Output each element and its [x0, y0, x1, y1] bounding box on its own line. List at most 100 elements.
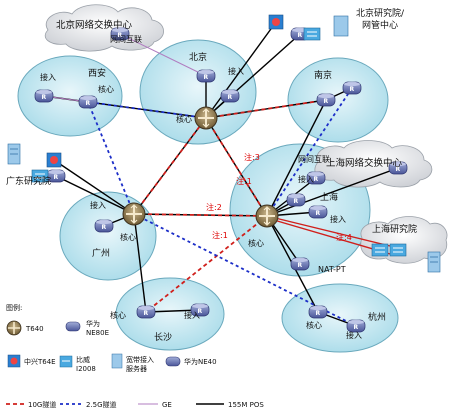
router-changsha-access: R	[190, 303, 210, 317]
router-beijing-access-a: R	[196, 69, 216, 83]
svg-text:华为NE40: 华为NE40	[184, 357, 217, 366]
label-xian-core: 核心	[98, 84, 114, 94]
label-shanghai: 上海	[320, 191, 338, 203]
router-shanghai-exchange: R	[388, 161, 408, 175]
router-guangdong-institute: R	[46, 169, 66, 183]
router-shanghai-access-a: R	[286, 193, 306, 207]
server-shanghai-institute	[427, 251, 441, 273]
svg-text:R: R	[144, 310, 149, 317]
cloud-beijing-exchange	[44, 4, 164, 52]
svg-text:2.5G隧道: 2.5G隧道	[86, 400, 117, 409]
tunnel-10g-beijing-nanjing	[205, 99, 327, 119]
label-changsha: 长沙	[154, 331, 172, 343]
router-beijing-access-b: R	[220, 89, 240, 103]
svg-text:R: R	[298, 32, 303, 39]
label-xian-access: 接入	[40, 72, 56, 82]
link-guangzhou-institute-2	[55, 175, 135, 215]
node-circle-guangzhou	[59, 191, 157, 281]
tunnel-10g-shanghai-changsha	[145, 215, 268, 313]
legend-broadband-server: 宽带接入 服务器	[111, 353, 154, 373]
link-beijing-exchange-ge	[119, 33, 207, 77]
label-guangzhou: 广州	[92, 247, 110, 259]
link-guangzhou-institute-1	[53, 159, 135, 215]
router-shanghai-internet: R	[306, 171, 326, 185]
legend-ge: GE	[138, 401, 172, 409]
core-router-guangzhou	[122, 202, 146, 226]
svg-text:R: R	[204, 74, 209, 81]
label-guangzhou-access: 接入	[90, 200, 106, 210]
label-beijing-core: 核心	[176, 114, 192, 124]
note-1-upper: 注:1	[236, 176, 252, 186]
svg-text:R: R	[102, 224, 107, 231]
cloud-shanghai-exchange	[314, 140, 433, 188]
legend-huawei-ne40: 华为NE40	[165, 356, 217, 367]
label-shanghai-exchange: 上海网络交换中心	[326, 157, 403, 169]
router-shanghai-natpt: R	[290, 257, 310, 271]
svg-text:R: R	[54, 174, 59, 181]
legend-huawei-ne80e: 华为 NE80E	[65, 319, 109, 337]
zte-router-beijing-institute	[268, 14, 284, 30]
tunnel-10g-beijing-shanghai	[205, 117, 268, 217]
svg-text:R: R	[198, 308, 203, 315]
switch-guangdong-institute	[31, 169, 49, 183]
label-hangzhou-core: 核心	[306, 320, 322, 330]
router-shanghai-access-b: R	[308, 205, 328, 219]
svg-text:NE80E: NE80E	[86, 329, 109, 337]
node-circle-beijing	[139, 39, 257, 145]
router-nanjing-a: R	[316, 93, 336, 107]
router-hangzhou-core: R	[308, 305, 328, 319]
svg-text:R: R	[294, 198, 299, 205]
label-shanghai-access: 接入	[330, 214, 346, 224]
legend-25g-tunnel: 2.5G隧道	[60, 400, 117, 409]
router-xian-core: R	[78, 95, 98, 109]
node-circle-changsha	[115, 277, 225, 351]
note-1-lower: 注:1	[212, 230, 228, 240]
svg-text:中兴T64E: 中兴T64E	[24, 357, 56, 366]
devices-layer: R R R R R R R R R R R R R R R R R R R	[7, 14, 441, 333]
svg-text:R: R	[86, 100, 91, 107]
svg-text:比威: 比威	[76, 355, 90, 364]
label-guangdong-institute: 广东研究院	[6, 175, 51, 187]
legend: 图例: T640 华为 NE80E 中兴T64E 比威 I2008 宽带接入 服…	[6, 303, 264, 409]
tunnel-25g-shanghai-nanjing	[266, 87, 353, 217]
label-hangzhou: 杭州	[368, 311, 386, 323]
label-beijing-institute-1: 北京研究院/	[356, 7, 405, 19]
switch-shanghai-institute	[389, 243, 407, 257]
svg-text:华为: 华为	[86, 319, 100, 328]
link-shanghai-institute-a	[266, 215, 391, 247]
router-beijing-exchange: R	[110, 27, 130, 41]
zte-router-guangdong-institute	[46, 152, 62, 168]
svg-text:R: R	[324, 98, 329, 105]
svg-text:R: R	[316, 210, 321, 217]
link-shanghai-exchange	[266, 167, 399, 217]
svg-text:GE: GE	[162, 401, 172, 409]
link-beijing-to-institute-1	[205, 21, 277, 119]
router-guangzhou-access: R	[94, 219, 114, 233]
link-nanjing-shanghai	[266, 99, 327, 217]
svg-text:R: R	[316, 310, 321, 317]
tunnel-10g-guangzhou-beijing	[133, 117, 207, 215]
label-shanghai-natpt: NAT-PT	[318, 265, 346, 274]
router-changsha-core: R	[136, 305, 156, 319]
tunnel-10g-guangzhou-shanghai	[133, 213, 268, 217]
switch-beijing-institute	[303, 27, 321, 41]
svg-text:R: R	[228, 94, 233, 101]
node-circle-xian	[17, 55, 123, 137]
label-beijing-access: 接入	[228, 66, 244, 76]
svg-text:R: R	[350, 86, 355, 93]
label-guangzhou-core: 核心	[120, 232, 136, 242]
legend-bitway-i2008: 比威 I2008	[59, 355, 96, 373]
svg-text:服务器: 服务器	[126, 364, 147, 373]
label-shanghai-internet: 网间互联	[298, 155, 330, 164]
legend-title: 图例:	[6, 303, 22, 312]
svg-text:R: R	[118, 32, 123, 39]
svg-text:R: R	[354, 324, 359, 331]
svg-text:R: R	[298, 262, 303, 269]
svg-text:R: R	[42, 94, 47, 101]
server-guangdong-institute	[7, 143, 21, 165]
legend-10g-tunnel: 10G隧道	[6, 400, 56, 409]
link-shanghai-institute-b	[266, 217, 391, 255]
svg-text:R: R	[314, 176, 319, 183]
